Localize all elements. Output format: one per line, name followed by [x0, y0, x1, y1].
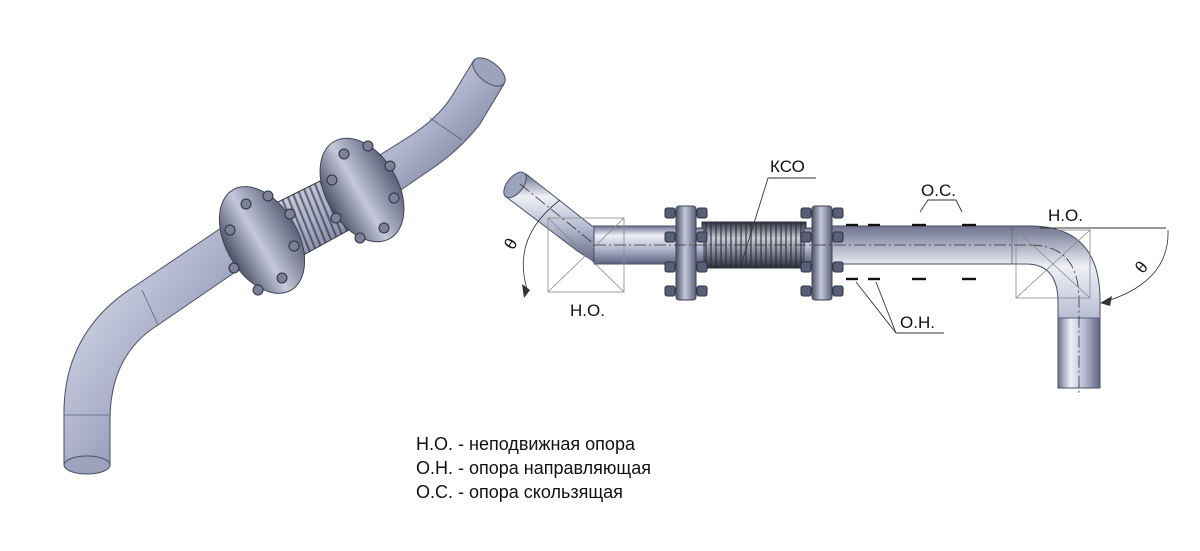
iso-pipe-end-bottom [63, 455, 111, 475]
legend-item-sliding-support: О.С. - опора скользящая [416, 482, 623, 502]
label-no-left: Н.О. [570, 301, 605, 320]
side-view-pipe-assembly [503, 171, 1169, 396]
label-os: О.С. [921, 181, 956, 200]
iso-pipe-end-top [472, 57, 506, 87]
label-theta-left: θ [500, 235, 521, 253]
sliding-supports [846, 223, 976, 281]
label-kso: КСО [770, 157, 805, 176]
legend-item-guide-support: О.Н. - опора направляющая [416, 458, 651, 478]
legend-item-fixed-support: Н.О. - неподвижная опора [416, 434, 635, 454]
iso-flange-left [218, 186, 306, 294]
iso-seam-line [429, 117, 463, 141]
center-lines [519, 183, 1080, 396]
side-left-pipe-end [503, 171, 527, 199]
angle-arrowheads [522, 284, 1112, 306]
angle-arcs [522, 199, 1169, 303]
side-bolts [664, 207, 844, 297]
label-theta-right: θ [1131, 258, 1152, 277]
iso-bolts [224, 140, 400, 296]
label-no-right: Н.О. [1048, 206, 1083, 225]
fixed-support-left [547, 217, 625, 293]
side-flange-left [675, 205, 697, 301]
leader-lines [741, 177, 1166, 334]
iso-seam-line [141, 289, 159, 326]
iso-lower-pipe [63, 221, 251, 472]
label-on: О.Н. [900, 313, 935, 332]
iso-upper-pipe [371, 59, 505, 193]
fixed-support-right [1015, 229, 1091, 299]
side-flange-right [811, 205, 833, 301]
isometric-pipe-assembly [63, 57, 506, 475]
legend: Н.О. - неподвижная опора О.Н. - опора на… [416, 432, 651, 504]
